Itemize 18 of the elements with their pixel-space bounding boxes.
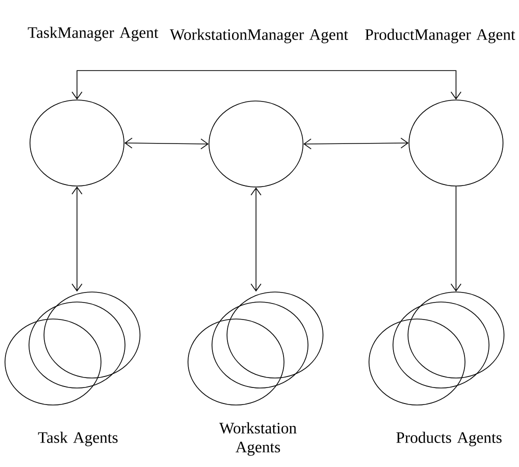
agent-label: WorkstationManager Agent <box>170 28 348 44</box>
group-label: Task Agents <box>38 432 118 446</box>
agent-circle <box>408 100 504 186</box>
agent-circle <box>208 100 304 188</box>
arrow <box>72 70 462 100</box>
group-label: Workstation Agents <box>219 422 297 456</box>
agent-label: ProductManager Agent <box>365 28 516 44</box>
group-label: Products Agents <box>396 432 502 446</box>
agent-label: TaskManager Agent <box>28 26 158 42</box>
arrow <box>124 138 209 150</box>
arrow <box>72 186 82 292</box>
arrow <box>303 138 409 150</box>
arrow <box>450 186 462 292</box>
agent-circle <box>30 100 124 186</box>
arrow <box>250 187 262 292</box>
agent-group-drawing <box>4 292 140 406</box>
agent-group-drawing <box>368 292 504 406</box>
agent-group-drawing <box>188 292 324 406</box>
